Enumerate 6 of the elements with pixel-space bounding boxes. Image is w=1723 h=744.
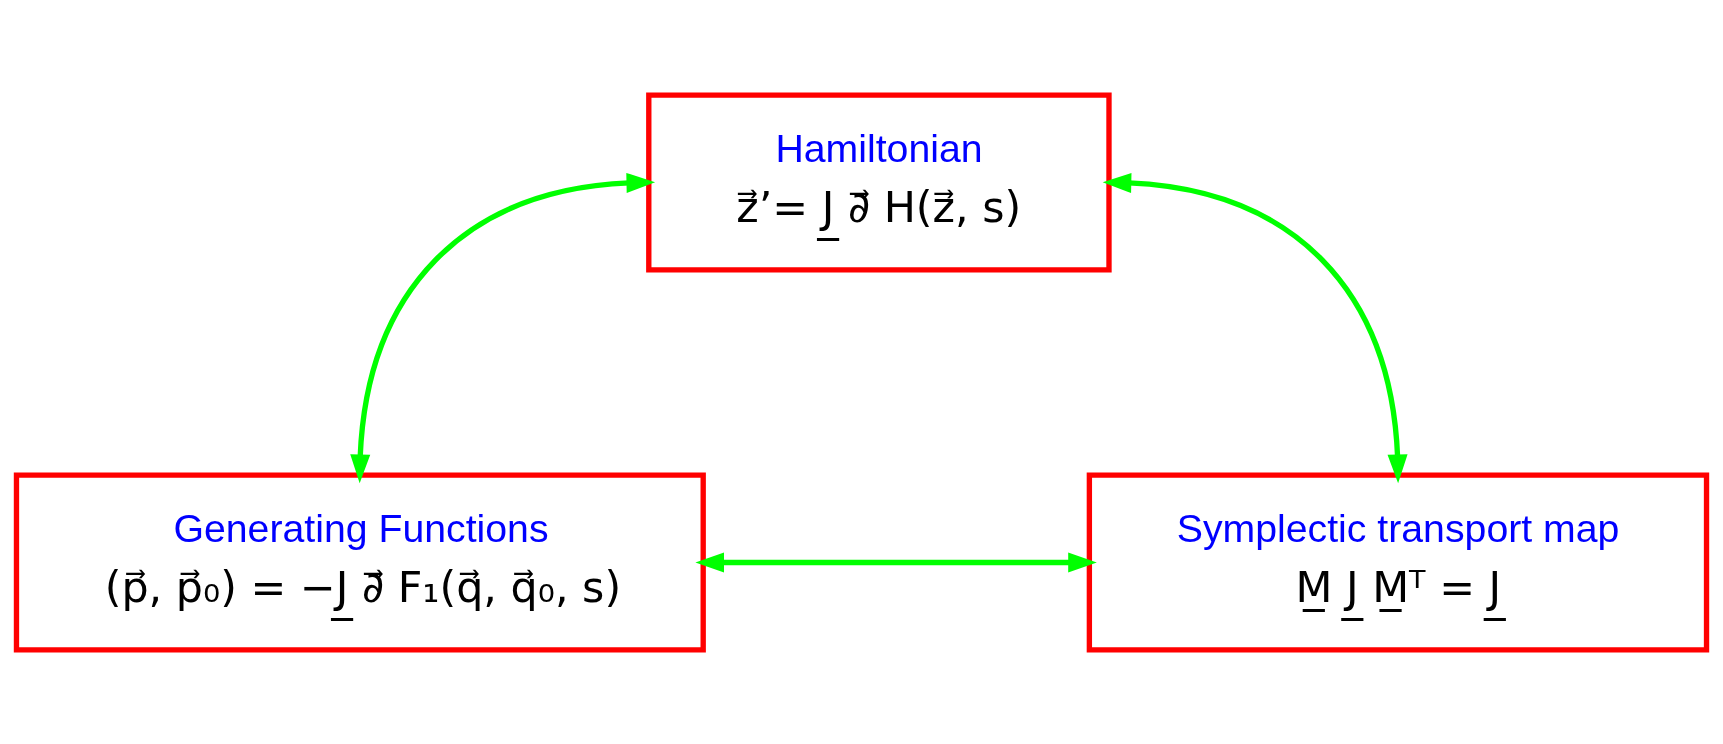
node-box: Generating Functions (p⃗, p⃗₀) = −J̲ ∂⃗ F₁(q⃗, q⃗₀, s): [13, 471, 706, 653]
arrow: [695, 551, 1097, 572]
arrow: [350, 172, 656, 483]
node-box: Hamiltonian z⃗’= J̲ ∂⃗ H(z⃗, s): [646, 91, 1112, 273]
arrow: [1102, 172, 1408, 483]
node-box: Symplectic transport map M̲ J̲ M̲ᵀ = J̲: [1086, 471, 1710, 653]
